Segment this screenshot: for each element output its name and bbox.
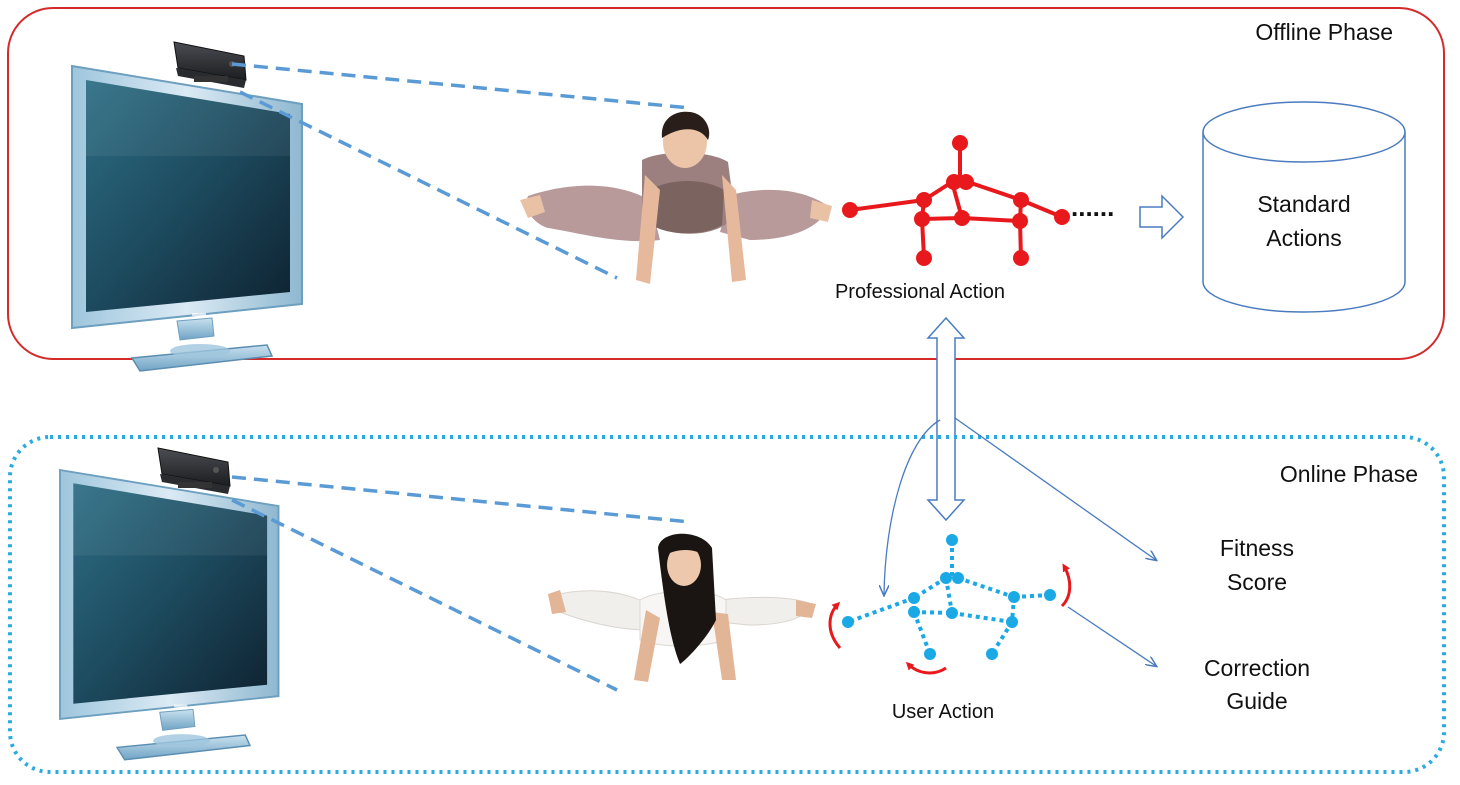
correction-guide-line1: Correction [1204, 655, 1310, 681]
joint [952, 135, 968, 151]
flow-arrows [884, 417, 1156, 666]
compare-double-arrow [926, 316, 966, 522]
camera-field-of-view [231, 62, 691, 280]
tv-monitor-icon [59, 469, 280, 761]
joint [1013, 250, 1029, 266]
joint [958, 174, 974, 190]
joint [1012, 213, 1028, 229]
joint [952, 572, 964, 584]
offline-phase-title: Offline Phase [1255, 19, 1393, 45]
correction-guide-line2: Guide [1226, 688, 1287, 714]
joint [916, 250, 932, 266]
database-label-line2: Actions [1266, 225, 1341, 251]
joint [914, 211, 930, 227]
joint [954, 210, 970, 226]
user-skeleton-joints [842, 534, 1056, 660]
camera-field-of-view [231, 475, 691, 692]
arrow-to-user-skeleton [884, 419, 941, 595]
database-cylinder-icon [1202, 101, 1406, 313]
ellipsis-text: ...... [1071, 192, 1114, 222]
joint [986, 648, 998, 660]
online-phase-title: Online Phase [1280, 461, 1418, 487]
offline-phase-frame [7, 7, 1445, 360]
correction-marks [828, 563, 1072, 675]
professional-skeleton [842, 135, 1070, 266]
joint [1054, 209, 1070, 225]
correction-arc-bottom [905, 661, 947, 675]
joint [940, 572, 952, 584]
online-phase-frame [8, 435, 1446, 774]
joint [1006, 616, 1018, 628]
to-database-arrow [1139, 194, 1185, 240]
correction-arc-right [1060, 563, 1072, 608]
joint [1044, 589, 1056, 601]
joint [946, 607, 958, 619]
professional-yoga-person-image [520, 111, 832, 284]
joint [946, 534, 958, 546]
joint [916, 192, 932, 208]
joint [908, 592, 920, 604]
joint [924, 648, 936, 660]
correction-arc-left [828, 601, 842, 649]
joint [1013, 192, 1029, 208]
arrow-to-fitness-score [954, 417, 1156, 560]
user-yoga-person-image [548, 533, 816, 682]
user-action-label: User Action [892, 701, 994, 723]
fitness-score-line2: Score [1227, 569, 1287, 595]
tv-monitor-icon [71, 65, 303, 372]
joint [908, 606, 920, 618]
joint [842, 202, 858, 218]
fitness-score-line1: Fitness [1220, 535, 1294, 561]
joint [842, 616, 854, 628]
joint [1008, 591, 1020, 603]
professional-action-label: Professional Action [835, 281, 1005, 303]
arrow-to-correction-guide [1067, 606, 1156, 666]
database-label-line1: Standard [1257, 191, 1350, 217]
